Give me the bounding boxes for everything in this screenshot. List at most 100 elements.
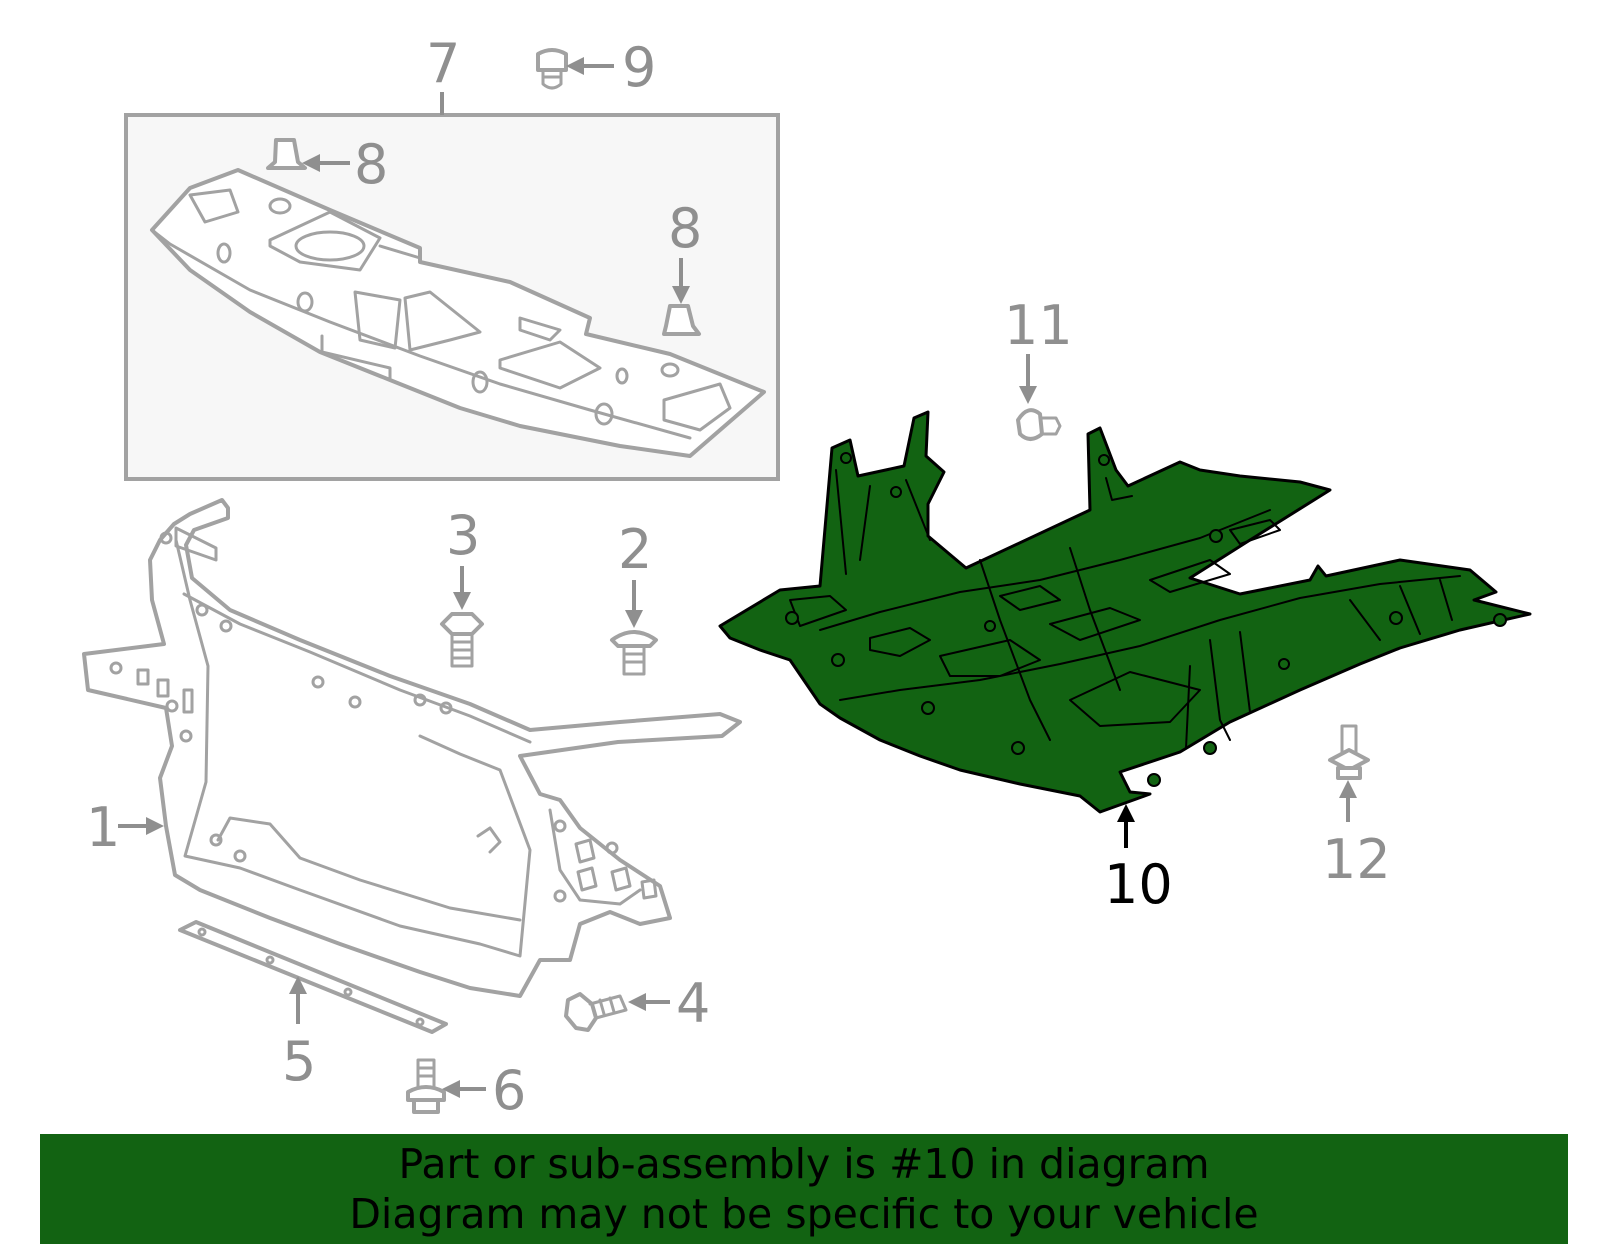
clip-icon	[536, 48, 568, 72]
clip-icon	[1040, 416, 1062, 436]
radiator-support-hole	[605, 841, 619, 855]
lower-strip-hole	[197, 927, 207, 937]
bolt-icon	[450, 632, 474, 668]
radiator-support-hole	[439, 701, 453, 715]
radiator-support-right-plate	[476, 808, 642, 906]
lower-strip-hole	[343, 987, 353, 997]
splash-shield-hole	[1098, 454, 1110, 466]
bolt-icon	[412, 1098, 440, 1114]
radiator-support-hole	[553, 819, 567, 833]
radiator-support-hole	[109, 661, 123, 675]
upper-cover-lower-edge	[150, 228, 692, 440]
callout-labels: 7 9 8 8 3 2 1 4 5 6 11 10 12	[86, 32, 1391, 1122]
footer-banner: Part or sub-assembly is #10 in diagram D…	[40, 1134, 1568, 1244]
radiator-support-hole	[195, 603, 209, 617]
radiator-support-inner	[174, 538, 532, 958]
splash-shield-hole	[1147, 773, 1161, 787]
radiator-support-hole	[165, 699, 179, 713]
splash-shield-hole	[840, 452, 852, 464]
lower-strip-hole	[265, 955, 275, 965]
callout-1: 1	[86, 796, 120, 859]
splash-shield-part-10[interactable]	[718, 410, 1532, 814]
splash-shield-rib	[979, 547, 1121, 741]
bolt-4[interactable]	[564, 992, 628, 1032]
splash-shield-rib	[839, 575, 1461, 701]
arrow-head-8-left	[302, 154, 320, 172]
splash-shield-hole	[1389, 611, 1403, 625]
radiator-support-top-bar	[182, 592, 532, 744]
lower-strip[interactable]	[178, 920, 448, 1034]
bolt-icon	[564, 992, 598, 1032]
upper-cover-hole	[660, 362, 680, 378]
callout-11: 11	[1004, 294, 1073, 357]
clip-icon	[662, 304, 701, 336]
splash-shield-hole	[1278, 658, 1290, 670]
callout-9: 9	[622, 36, 656, 99]
arrow-head-12	[1339, 780, 1357, 798]
radiator-support-hole	[179, 729, 193, 743]
arrow-head-3	[453, 592, 471, 610]
bolt-6[interactable]	[406, 1058, 446, 1114]
clip-8-right[interactable]	[662, 304, 701, 336]
bolt-3[interactable]	[440, 612, 484, 668]
callout-12: 12	[1322, 828, 1391, 891]
splash-shield-hole	[984, 620, 996, 632]
bolt-icon	[406, 1085, 446, 1102]
callout-3: 3	[446, 504, 480, 567]
splash-shield-hole	[1203, 741, 1217, 755]
bolt-icon	[1336, 766, 1362, 780]
radiator-support-hole	[348, 695, 362, 709]
bolt-icon	[416, 1058, 436, 1090]
callout-7: 7	[426, 32, 460, 95]
footer-part-note: Part or sub-assembly is #10 in diagram	[398, 1140, 1210, 1188]
upper-cover-hole	[216, 242, 232, 264]
callout-4: 4	[676, 972, 710, 1035]
radiator-support-hole	[311, 675, 325, 689]
clip-8-left[interactable]	[266, 138, 307, 170]
splash-shield-rib	[835, 469, 1133, 575]
callout-6: 6	[492, 1059, 526, 1122]
clip-9[interactable]	[536, 48, 568, 90]
upper-cover-assembly[interactable]	[124, 113, 780, 481]
arrow-head-4	[628, 993, 646, 1011]
footer-disclaimer: Diagram may not be specific to your vehi…	[349, 1190, 1259, 1238]
callout-10: 10	[1104, 853, 1173, 916]
radiator-support[interactable]	[82, 498, 742, 998]
upper-cover-hole	[594, 402, 614, 426]
upper-cover-hole	[294, 230, 366, 262]
splash-shield-hole	[831, 653, 845, 667]
bolt-icon	[622, 644, 646, 676]
upper-cover-hole	[268, 197, 292, 215]
arrow-head-5	[289, 976, 307, 994]
splash-shield-hole	[921, 701, 935, 715]
bolt-2[interactable]	[610, 630, 658, 676]
clip-11[interactable]	[1016, 408, 1062, 441]
radiator-support-hole	[159, 531, 173, 545]
splash-shield-rib	[819, 509, 1271, 631]
upper-cover-center-box	[320, 290, 482, 382]
radiator-support-details	[136, 526, 658, 900]
arrow-head-9	[566, 57, 584, 75]
arrow-head-2	[625, 610, 643, 628]
arrow-head-8-right	[672, 286, 690, 304]
radiator-support-hole	[413, 693, 427, 707]
arrow-head-1	[146, 817, 164, 835]
bolt-icon	[588, 994, 628, 1020]
leader-lines	[118, 57, 1357, 1098]
callout-8-right: 8	[668, 197, 702, 260]
radiator-support-hole	[553, 889, 567, 903]
splash-shield-rib	[1185, 579, 1453, 749]
bolt-icon	[440, 612, 484, 636]
radiator-support-hole	[209, 833, 223, 847]
upper-cover-details	[188, 188, 732, 432]
clip-icon	[541, 68, 563, 90]
upper-cover-hole	[296, 291, 314, 313]
radiator-support-hole	[233, 849, 247, 863]
clip-icon	[266, 138, 307, 170]
callout-5: 5	[282, 1030, 316, 1093]
splash-shield-rib	[789, 519, 1281, 727]
splash-shield-hole	[1493, 613, 1507, 627]
callout-8-left: 8	[354, 133, 388, 196]
bolt-12[interactable]	[1328, 724, 1370, 780]
